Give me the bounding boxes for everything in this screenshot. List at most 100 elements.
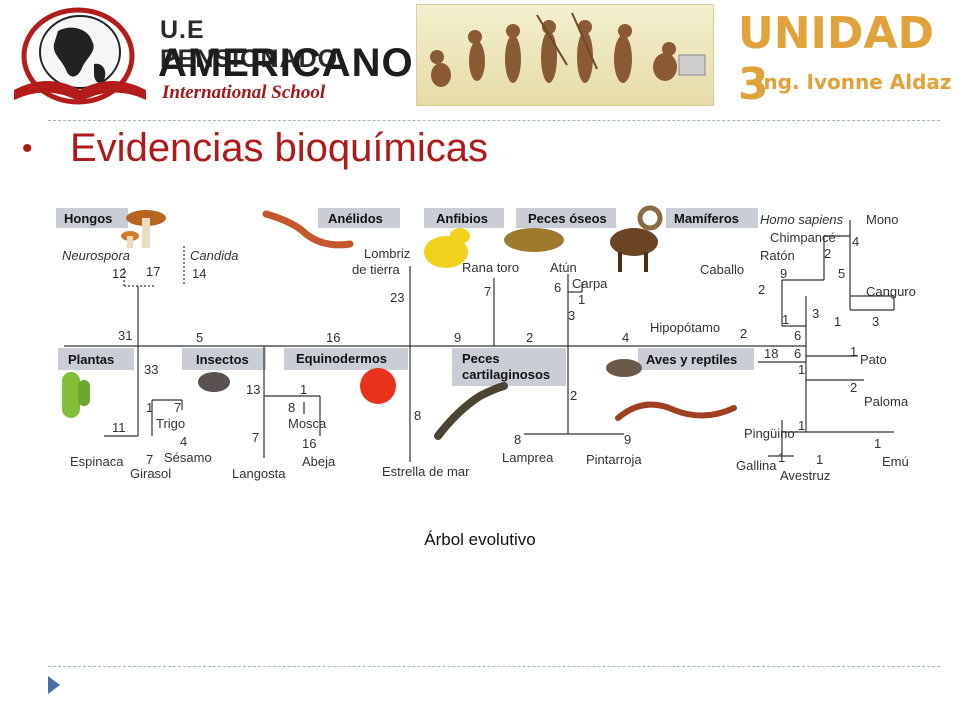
cactus-icon (62, 372, 90, 418)
tab-peces-oseos-bg (516, 208, 616, 228)
species-hipopotamo: Hipopótamo (650, 320, 720, 335)
species-pinguino: Pingüino (744, 426, 795, 441)
worm-icon (262, 210, 354, 249)
species-caballo: Caballo (700, 262, 744, 277)
num: 1 (798, 362, 805, 377)
num: 12 (112, 266, 126, 281)
tab-anelidos-bg (318, 208, 400, 228)
num: 7 (174, 400, 181, 415)
group-peces-oseos: Peces óseos (528, 211, 607, 226)
unit-subtitle: Ing. Ivonne Aldaz (756, 70, 952, 94)
num: 1 (850, 344, 857, 359)
species-gallina: Gallina (736, 458, 777, 473)
num: 2 (850, 380, 857, 395)
species-labels: Neurospora Candida Lombriz de tierra Ran… (62, 212, 916, 483)
species-girasol: Girasol (130, 466, 171, 481)
tab-mamiferos-bg (666, 208, 758, 228)
species-sesamo: Sésamo (164, 450, 212, 465)
num: 2 (758, 282, 765, 297)
evolution-banner-icon (430, 12, 706, 87)
woodlouse-icon (198, 372, 230, 392)
species-candida: Candida (190, 248, 238, 263)
num: 31 (118, 328, 132, 343)
group-anfibios: Anfibios (436, 211, 488, 226)
num: 2 (740, 326, 747, 341)
num: 1 (798, 418, 805, 433)
species-trigo: Trigo (156, 416, 185, 431)
num: 8 (514, 432, 521, 447)
num: 16 (326, 330, 340, 345)
num: 9 (780, 266, 787, 281)
tab-equinodermos-bg (284, 348, 408, 370)
num: 3 (872, 314, 879, 329)
species-neurospora: Neurospora (62, 248, 130, 263)
num: 7 (146, 452, 153, 467)
title-bullet: • (22, 132, 33, 165)
species-raton: Ratón (760, 248, 795, 263)
num: 11 (112, 420, 126, 435)
species-canguro: Canguro (866, 284, 916, 299)
logo-line2: AMERICANO (158, 41, 414, 85)
organism-illustrations (62, 205, 737, 440)
ram-icon (610, 205, 663, 272)
group-tabs: Hongos Anélidos Anfibios Peces óseos Mam… (56, 208, 758, 386)
num: 5 (838, 266, 845, 281)
num: 1 (300, 382, 307, 397)
num: 5 (196, 330, 203, 345)
footer-divider (48, 666, 940, 667)
num: 3 (568, 308, 575, 323)
species-pato: Pato (860, 352, 887, 367)
species-carpa: Carpa (572, 276, 608, 291)
branch-numbers: 12 17 14 31 5 16 23 7 6 1 3 9 2 4 4 2 9 … (112, 234, 881, 467)
num: 23 (390, 290, 404, 305)
num: 14 (192, 266, 206, 281)
globe-book-logo-icon (14, 7, 146, 105)
num: 1 (816, 452, 823, 467)
species-atun: Atún (550, 260, 577, 275)
num: 1 (146, 400, 153, 415)
tree-branches (64, 220, 895, 462)
num: 2 (824, 246, 831, 261)
logo-line3: International School (162, 82, 326, 103)
species-homo: Homo sapiens (760, 212, 844, 227)
num: 2 (526, 330, 533, 345)
num: 6 (554, 280, 561, 295)
num: 13 (246, 382, 260, 397)
species-langosta: Langosta (232, 466, 286, 481)
num: 4 (622, 330, 629, 345)
num: 1 (782, 312, 789, 327)
evolution-banner (416, 4, 714, 106)
group-peces-cart-line2: cartilaginosos (462, 367, 550, 382)
num: 8 (288, 400, 295, 415)
bird-icon (606, 359, 642, 377)
species-abeja: Abeja (302, 454, 336, 469)
lamprey-icon (434, 382, 508, 440)
group-equinodermos: Equinodermos (296, 351, 387, 366)
header-divider (48, 120, 940, 121)
species-emu: Emú (882, 454, 909, 469)
evolutionary-tree: Hongos Anélidos Anfibios Peces óseos Mam… (56, 205, 916, 483)
num: 1 (578, 292, 585, 307)
num: 9 (454, 330, 461, 345)
group-peces-cart-line1: Peces (462, 351, 500, 366)
figure-caption: Árbol evolutivo (424, 530, 536, 549)
tab-anfibios-bg (424, 208, 504, 228)
num: 1 (834, 314, 841, 329)
group-plantas: Plantas (68, 352, 114, 367)
num: 3 (812, 306, 819, 321)
tab-hongos-bg (56, 208, 128, 228)
nav-arrow-icon[interactable] (46, 674, 62, 701)
num: 4 (180, 434, 187, 449)
num: 2 (570, 388, 577, 403)
evolutionary-tree-figure: Hongos Anélidos Anfibios Peces óseos Mam… (34, 196, 926, 512)
species-mono: Mono (866, 212, 899, 227)
species-lombriz-2: de tierra (352, 262, 400, 277)
species-avestruz: Avestruz (780, 468, 830, 483)
snake-icon (615, 401, 737, 421)
species-espinaca: Espinaca (70, 454, 124, 469)
species-pintarroja: Pintarroja (586, 452, 642, 467)
group-aves: Aves y reptiles (646, 352, 737, 367)
slide-title: Evidencias bioquímicas (70, 126, 488, 170)
tab-insectos-bg (182, 348, 266, 370)
species-chimpance: Chimpancé (770, 230, 836, 245)
